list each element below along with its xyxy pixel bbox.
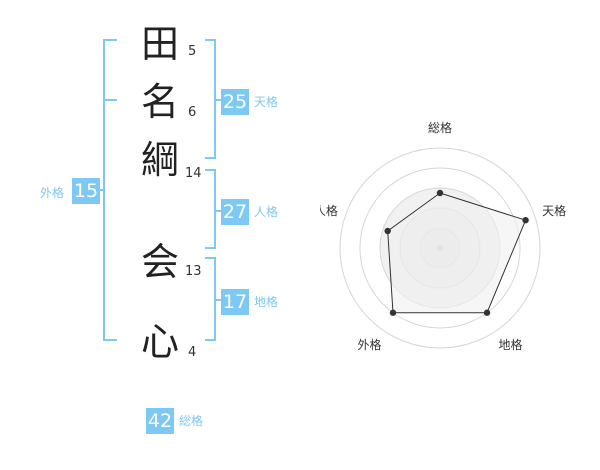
stroke-count-4: 13	[185, 264, 202, 279]
radar-axis-label: 外格	[357, 337, 381, 352]
chikaku-value: 17	[221, 289, 249, 315]
stroke-count-5: 4	[188, 345, 197, 360]
radar-point	[522, 216, 529, 224]
name-char-5: 心	[140, 320, 179, 364]
name-char-1: 田	[140, 22, 179, 66]
stroke-count-2: 6	[188, 105, 197, 120]
radar-axis-label: 人格	[320, 203, 338, 218]
tenkaku-value: 25	[221, 89, 249, 115]
gaikaku-value: 15	[72, 178, 100, 204]
radar-point	[483, 309, 491, 316]
gaikaku-label: 外格	[40, 186, 65, 200]
name-char-2: 名	[140, 80, 179, 124]
radar-point	[384, 227, 391, 235]
radar-point	[436, 189, 444, 197]
radar-polygon	[387, 192, 527, 314]
jinkaku-value: 27	[221, 199, 249, 225]
soukaku-value: 42	[146, 408, 174, 434]
stroke-count-3: 14	[185, 166, 202, 181]
radar-point	[389, 309, 397, 316]
radar-axis-label: 総格	[428, 120, 452, 135]
stroke-count-1: 5	[188, 44, 197, 59]
name-char-3: 綱	[140, 138, 179, 182]
radar-axis-label: 天格	[542, 203, 566, 218]
tenkaku-label: 天格	[254, 95, 279, 109]
radar-axis-label: 地格	[499, 337, 523, 352]
name-char-4: 会	[140, 240, 179, 284]
chikaku-label: 地格	[254, 295, 279, 309]
soukaku-label: 総格	[179, 414, 204, 428]
jinkaku-label: 人格	[254, 205, 279, 219]
